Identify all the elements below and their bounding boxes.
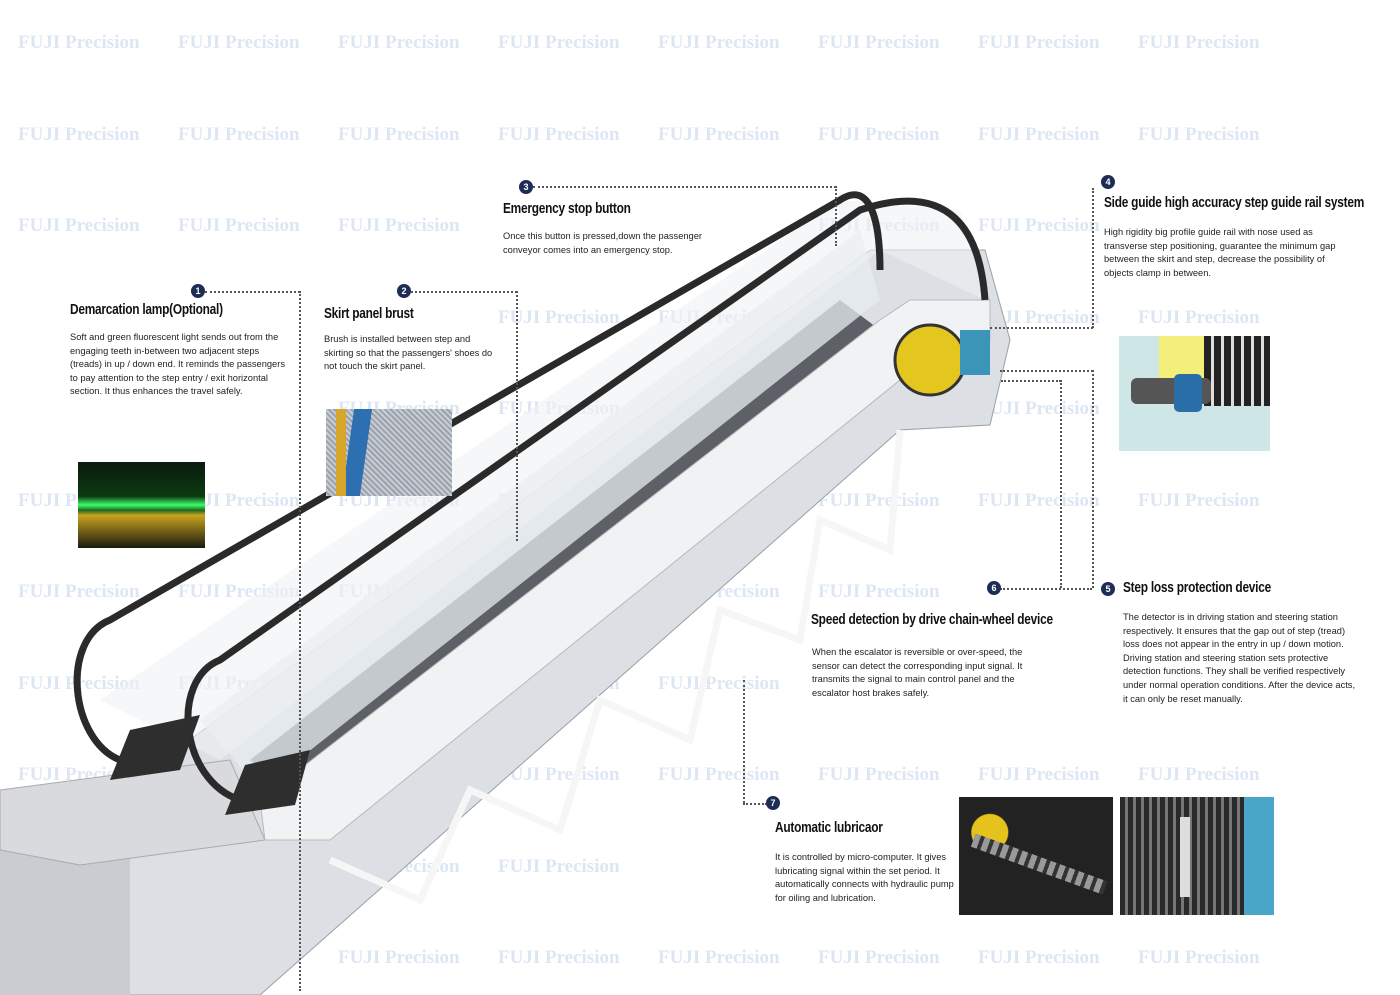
truss-lattice	[328, 429, 904, 905]
escalator-steps	[250, 300, 880, 800]
feature-title-step-loss: Step loss protection device	[1123, 580, 1271, 596]
badge-7: 7	[766, 796, 780, 810]
newel-left	[110, 715, 200, 780]
badge-6: 6	[987, 581, 1001, 595]
landing-plate	[0, 759, 266, 866]
badge-5: 5	[1101, 582, 1115, 596]
feature-desc-emergency-stop: Once this button is pressed,down the pas…	[503, 231, 702, 255]
feature-desc-lubricator: It is controlled by micro-computer. It g…	[775, 852, 954, 903]
feature-desc-guide-rail: High rigidity big profile guide rail wit…	[1104, 227, 1336, 278]
badge-1: 1	[191, 284, 205, 298]
leader-line-6	[1060, 380, 1062, 588]
leader-line-1	[205, 291, 300, 293]
glass-balustrade-outer	[100, 200, 985, 760]
badge-2: 2	[397, 284, 411, 298]
leader-line-7-horizontal	[743, 803, 767, 805]
feature-desc-step-loss: The detector is in driving station and s…	[1123, 612, 1356, 704]
leader-line-1-vertical	[299, 291, 301, 991]
leader-line-5-horizontal	[1000, 370, 1093, 372]
demarcation-lamp-photo	[78, 462, 205, 548]
feature-desc-skirt-panel: Brush is installed between step and skir…	[324, 334, 493, 372]
leader-line-5	[1092, 370, 1094, 588]
feature-title-skirt-panel: Skirt panel brust	[324, 306, 414, 322]
leader-line-2-vertical	[516, 291, 518, 541]
lubricator-unit-photo	[1120, 797, 1274, 915]
feature-desc-demarcation-lamp: Soft and green fluorescent light sends o…	[70, 332, 285, 397]
badge-4: 4	[1101, 175, 1115, 189]
feature-title-demarcation-lamp: Demarcation lamp(Optional)	[70, 302, 223, 318]
leader-line-4-horizontal	[990, 327, 1093, 329]
escalator-lower-frame	[0, 850, 130, 995]
leader-line-4	[1092, 188, 1094, 328]
leader-line-7	[743, 680, 745, 803]
leader-line-3	[533, 186, 836, 188]
skirt-brush-photo	[326, 409, 452, 496]
drive-wheel	[893, 323, 967, 397]
feature-title-guide-rail: Side guide high accuracy step guide rail…	[1104, 195, 1365, 211]
badge-3: 3	[519, 180, 533, 194]
feature-title-lubricator: Automatic lubricaor	[775, 820, 883, 836]
feature-title-emergency-stop: Emergency stop button	[503, 201, 631, 217]
leader-line-6-horizontal	[1001, 380, 1061, 382]
lubricator-chain-photo	[959, 797, 1113, 915]
handrail-right	[184, 197, 989, 804]
leader-line-2	[411, 291, 517, 293]
feature-title-speed-detection: Speed detection by drive chain-wheel dev…	[811, 612, 1053, 628]
drive-motor	[960, 330, 990, 375]
leader-line-6-link	[1000, 588, 1092, 590]
leader-line-3-vertical	[835, 186, 837, 246]
feature-desc-speed-detection: When the escalator is reversible or over…	[812, 647, 1023, 698]
guide-rail-photo	[1119, 336, 1270, 451]
handrail-left	[73, 191, 884, 764]
newel-right	[225, 750, 310, 815]
